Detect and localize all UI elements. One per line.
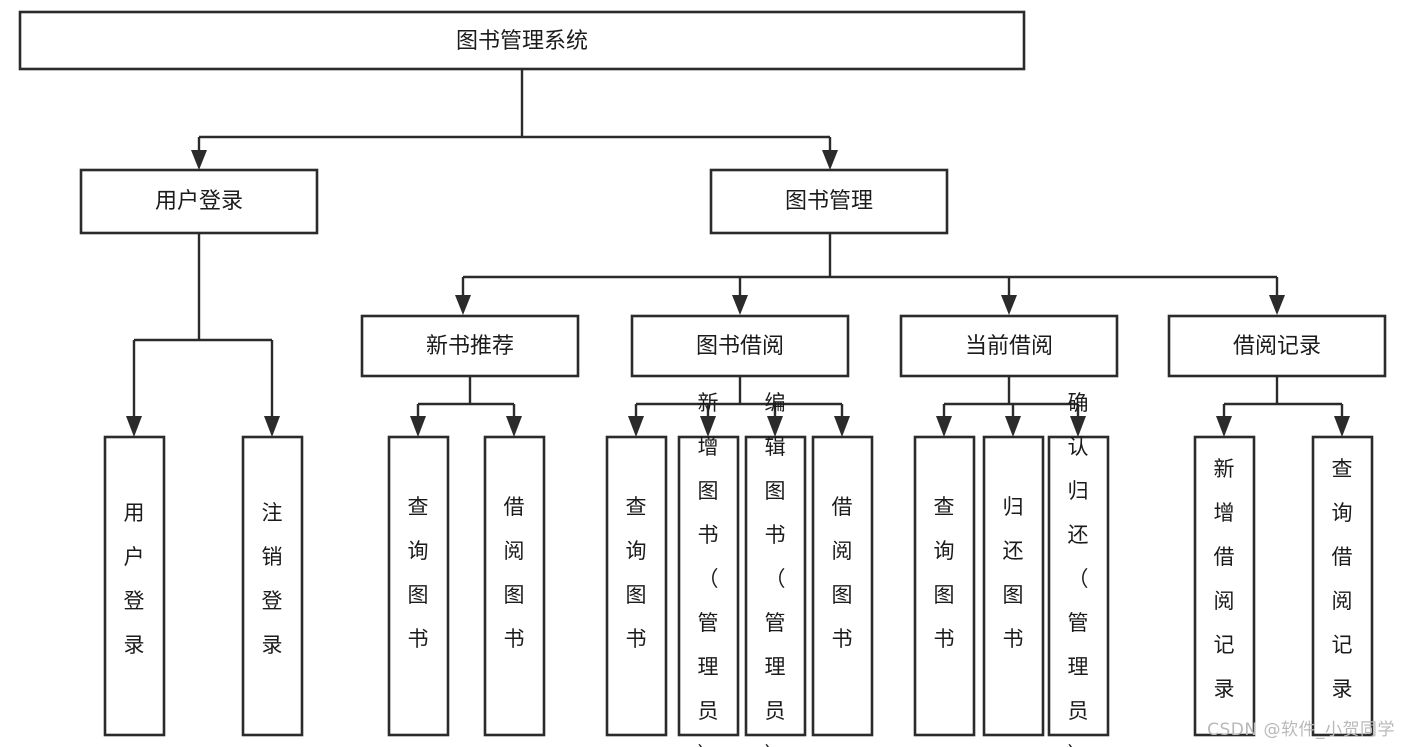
arrowhead-bb-borrow bbox=[834, 416, 850, 437]
leaf-node-bb-edit-book[interactable]: 编辑图书（管理员） bbox=[744, 391, 807, 747]
node-user-login-label: 用户登录 bbox=[155, 189, 243, 214]
leaf-nb-query-book-box[interactable] bbox=[387, 435, 450, 737]
node-book-management-box[interactable] bbox=[709, 168, 949, 235]
node-user-login[interactable]: 用户登录 bbox=[79, 168, 319, 235]
leaf-bb-query-book-box[interactable] bbox=[605, 435, 668, 737]
arrowhead-nb-query bbox=[410, 416, 426, 437]
arrowhead-new-book bbox=[455, 295, 471, 315]
leaf-node-nb-query-book[interactable]: 查询图书 bbox=[387, 435, 450, 737]
leaf-nb-borrow-book-box[interactable] bbox=[483, 435, 546, 737]
leaf-node-cb-confirm-return[interactable]: 确认归还（管理员） bbox=[1047, 391, 1110, 747]
leaf-node-bb-query-book[interactable]: 查询图书 bbox=[605, 435, 668, 737]
leaf-br-add-record-box[interactable] bbox=[1193, 435, 1256, 737]
leaf-nb-query-book-label: 查询图书 bbox=[408, 495, 429, 651]
arrowhead-bb-query bbox=[628, 416, 644, 437]
leaf-br-query-record-label: 查询借阅记录 bbox=[1332, 457, 1353, 701]
arrowhead-br-add bbox=[1216, 416, 1232, 437]
leaf-node-cb-query-book[interactable]: 查询图书 bbox=[913, 435, 976, 737]
arrowhead-cb-query bbox=[936, 416, 952, 437]
leaf-br-add-record-label: 新增借阅记录 bbox=[1214, 457, 1235, 701]
leaf-bb-add-book-box[interactable] bbox=[677, 435, 740, 737]
node-root-box[interactable] bbox=[18, 10, 1026, 71]
node-root-label: 图书管理系统 bbox=[456, 29, 588, 54]
leaf-node-cb-return-book[interactable]: 归还图书 bbox=[982, 435, 1045, 737]
node-book-borrow-label: 图书借阅 bbox=[696, 334, 784, 359]
leaf-node-bb-borrow-book[interactable]: 借阅图书 bbox=[811, 435, 874, 737]
node-root[interactable]: 图书管理系统 bbox=[18, 10, 1026, 71]
leaf-node-br-add-record[interactable]: 新增借阅记录 bbox=[1193, 435, 1256, 737]
leaf-user-login-label: 用户登录 bbox=[124, 501, 145, 657]
node-new-book-recommend-label: 新书推荐 bbox=[426, 334, 514, 359]
arrowhead-cb-return bbox=[1005, 416, 1021, 437]
arrowhead-current-borrow bbox=[1001, 295, 1017, 315]
leaf-cb-query-book-box[interactable] bbox=[913, 435, 976, 737]
leaf-bb-query-book-label: 查询图书 bbox=[626, 495, 647, 651]
node-new-book-recommend-box[interactable] bbox=[360, 314, 580, 378]
leaf-node-user-login[interactable]: 用户登录 bbox=[103, 435, 166, 737]
leaf-bb-borrow-book-label: 借阅图书 bbox=[832, 495, 853, 651]
node-book-management-label: 图书管理 bbox=[785, 189, 873, 214]
leaf-bb-borrow-book-box[interactable] bbox=[811, 435, 874, 737]
arrowhead-user-login bbox=[191, 150, 207, 170]
leaf-cb-query-book-label: 查询图书 bbox=[934, 495, 955, 651]
leaf-cb-confirm-return-box[interactable] bbox=[1047, 435, 1110, 737]
node-current-borrow-label: 当前借阅 bbox=[965, 334, 1053, 359]
leaf-bb-edit-book-box[interactable] bbox=[744, 435, 807, 737]
arrowhead-nb-borrow bbox=[506, 416, 522, 437]
leaf-node-nb-borrow-book[interactable]: 借阅图书 bbox=[483, 435, 546, 737]
leaf-node-bb-add-book[interactable]: 新增图书（管理员） bbox=[677, 391, 740, 747]
arrowhead-br-query bbox=[1334, 416, 1350, 437]
leaf-br-query-record-box[interactable] bbox=[1311, 435, 1374, 737]
node-user-login-box[interactable] bbox=[79, 168, 319, 235]
arrowhead-cb-confirm bbox=[1070, 416, 1086, 437]
node-book-management[interactable]: 图书管理 bbox=[709, 168, 949, 235]
leaf-node-br-query-record[interactable]: 查询借阅记录 bbox=[1311, 435, 1374, 737]
arrowhead-bb-add bbox=[700, 416, 716, 437]
leaf-cb-confirm-return-label: 确认归还（管理员） bbox=[1068, 391, 1089, 747]
arrowhead-leaf-logout bbox=[264, 416, 280, 437]
node-borrow-record-box[interactable] bbox=[1167, 314, 1387, 378]
node-current-borrow[interactable]: 当前借阅 bbox=[899, 314, 1119, 378]
edge-layer bbox=[126, 69, 1350, 437]
node-book-borrow-box[interactable] bbox=[630, 314, 850, 378]
leaf-nb-borrow-book-label: 借阅图书 bbox=[504, 495, 525, 651]
arrowhead-bb-edit bbox=[767, 416, 783, 437]
node-current-borrow-box[interactable] bbox=[899, 314, 1119, 378]
arrowhead-book-borrow bbox=[732, 295, 748, 315]
leaf-bb-edit-book-label: 编辑图书（管理员） bbox=[765, 391, 786, 747]
leaf-user-login-box[interactable] bbox=[103, 435, 166, 737]
leaf-logout-box[interactable] bbox=[241, 435, 304, 737]
leaf-node-logout[interactable]: 注销登录 bbox=[241, 435, 304, 737]
leaf-cb-return-book-label: 归还图书 bbox=[1003, 495, 1024, 651]
node-borrow-record-label: 借阅记录 bbox=[1233, 334, 1321, 359]
node-book-borrow[interactable]: 图书借阅 bbox=[630, 314, 850, 378]
leaf-logout-label: 注销登录 bbox=[262, 501, 283, 657]
node-new-book-recommend[interactable]: 新书推荐 bbox=[360, 314, 580, 378]
node-borrow-record[interactable]: 借阅记录 bbox=[1167, 314, 1387, 378]
arrowhead-leaf-user-login bbox=[126, 416, 142, 437]
leaf-bb-add-book-label: 新增图书（管理员） bbox=[698, 391, 719, 747]
arrowhead-book-mgmt bbox=[822, 150, 838, 170]
leaf-cb-return-book-box[interactable] bbox=[982, 435, 1045, 737]
arrowhead-borrow-record bbox=[1269, 295, 1285, 315]
